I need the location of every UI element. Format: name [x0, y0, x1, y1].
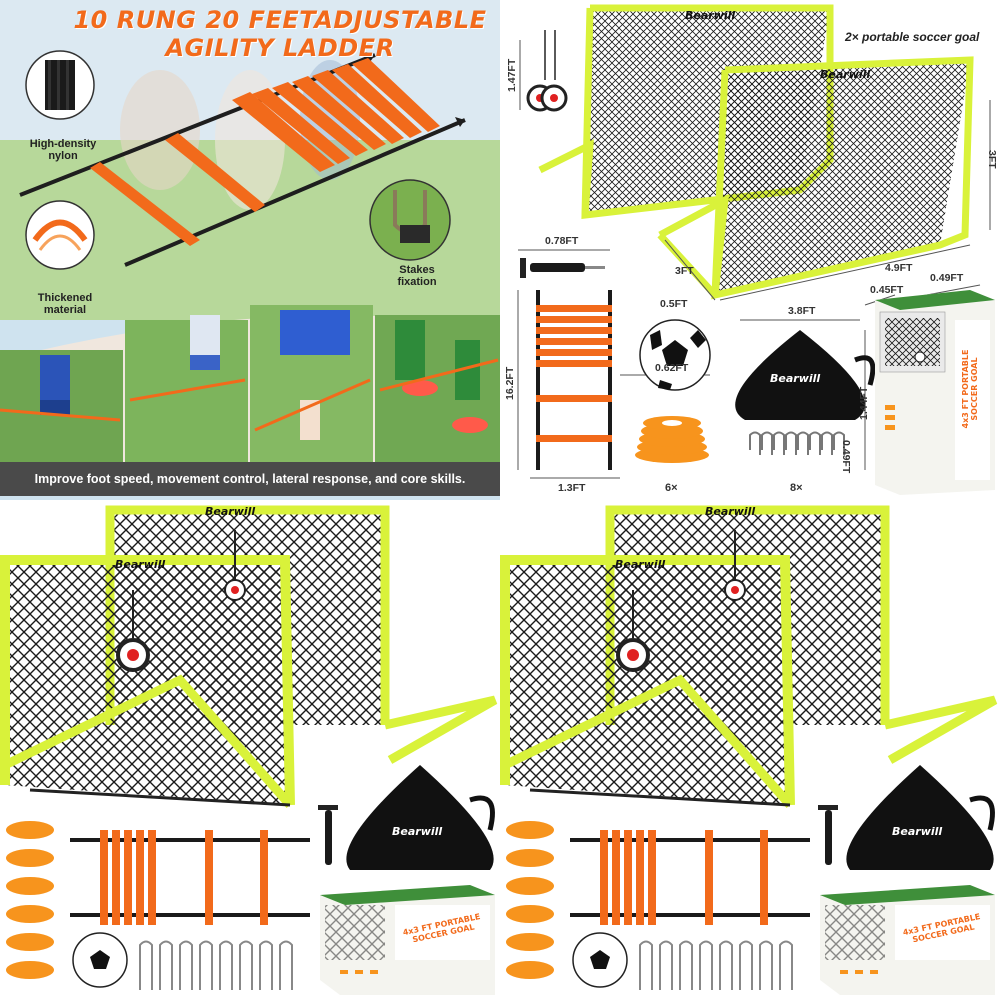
headline-line-2: AGILITY LADDER — [165, 34, 395, 62]
callout-material: Thickened material — [37, 292, 93, 316]
bundle-graphic-2 — [500, 505, 998, 995]
qty-cones: 6× — [665, 482, 678, 494]
dim-box-width: 0.49FT — [930, 272, 964, 284]
dim-stake: 0.49FT — [840, 440, 852, 474]
carry-bag-icon — [735, 330, 876, 420]
stake-icon — [749, 431, 845, 455]
target-icon — [526, 30, 568, 112]
brand-bag: Bearwill — [892, 825, 943, 838]
dim-box-height: 1.44FT — [858, 386, 870, 420]
box-icon — [875, 290, 995, 495]
dim-pump: 0.78FT — [545, 235, 579, 247]
ladder-feature-panel: 10 RUNG 20 FEETADJUSTABLE AGILITY LADDER… — [0, 0, 500, 500]
dim-ladder-width: 1.3FT — [558, 482, 586, 494]
brand-front-goal: Bearwill — [820, 68, 871, 81]
dim-goal-height: 3FT — [986, 150, 998, 169]
brand-goal-front: Bearwill — [615, 558, 666, 571]
brand-bag: Bearwill — [392, 825, 443, 838]
brand-goal: Bearwill — [705, 505, 756, 518]
dim-ladder-length: 16.2FT — [504, 366, 516, 400]
callout-nylon: High-density nylon — [29, 138, 97, 162]
headline-line-1: 10 RUNG 20 FEETADJUSTABLE — [73, 6, 487, 34]
bundle-panel-right: Bearwill Bearwill Bearwill 4x3 FT PORTAB… — [500, 500, 1000, 1000]
dim-goal-depth: 3FT — [675, 265, 694, 277]
brand-bag: Bearwill — [770, 372, 821, 385]
dim-target-height: 1.47FT — [506, 58, 518, 92]
benefit-banner: Improve foot speed, movement control, la… — [0, 462, 500, 496]
dimensions-panel: 2× portable soccer goal Bearwill Bearwil… — [500, 0, 1000, 500]
bundle-panel-left: Bearwill Bearwill Bearwill 4x3 FT PORTAB… — [0, 500, 500, 1000]
qty-stakes: 8× — [790, 482, 803, 494]
agility-ladder-icon — [536, 290, 612, 470]
dimensions-graphic — [517, 4, 995, 495]
brand-goal-front: Bearwill — [115, 558, 166, 571]
bundle-graphic — [0, 505, 498, 995]
dim-goal-width: 4.9FT — [885, 262, 913, 274]
dim-box-depth: 0.45FT — [870, 284, 904, 296]
ladder-scene-graphic — [0, 0, 500, 462]
dim-ball: 0.5FT — [660, 298, 688, 310]
ball-icon — [639, 319, 711, 391]
dim-cone: 0.62FT — [655, 362, 689, 374]
cone-icon — [635, 416, 709, 463]
pump-icon — [520, 258, 605, 278]
box-title: 4x3 FT PORTABLE SOCCER GOAL — [961, 349, 979, 429]
tagline: 2× portable soccer goal — [845, 30, 980, 44]
callout-stakes: Stakes fixation — [397, 264, 437, 288]
brand-goal: Bearwill — [205, 505, 256, 518]
dim-bag: 3.8FT — [788, 305, 816, 317]
brand-back-goal: Bearwill — [685, 9, 736, 22]
